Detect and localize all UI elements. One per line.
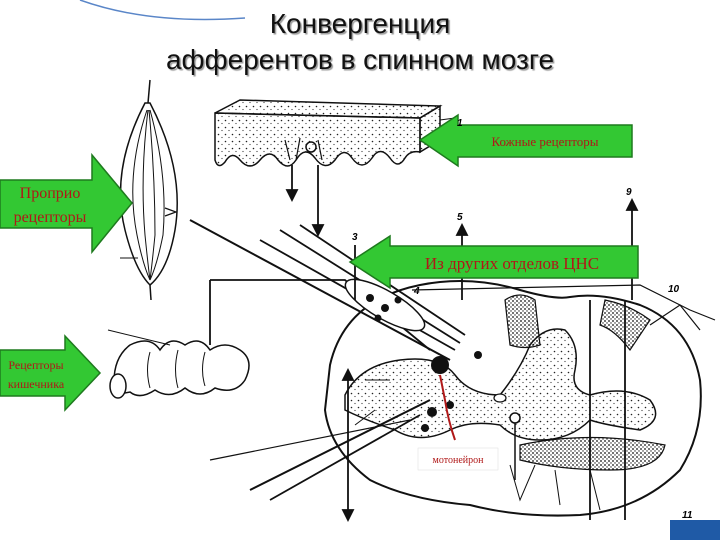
nerve-fibers	[189, 219, 716, 501]
gut-label-line-2: кишечника	[8, 377, 65, 391]
figure-number-9: 9	[626, 187, 632, 198]
gut-label-line-1: Рецепторы	[8, 358, 63, 372]
figure-number-1: 1	[457, 118, 463, 129]
figure-number-4: 4	[413, 286, 420, 297]
corner-badge	[670, 520, 720, 540]
slide-title-line-2: афферентов в спинном мозге	[165, 44, 555, 75]
skin-block-illustration	[214, 99, 456, 167]
intestine-illustration	[107, 329, 250, 399]
figure-numbers: 1 3 4 5 9 10 11	[352, 118, 693, 521]
other-cns-label: Из других отделов ЦНС	[425, 254, 599, 273]
motoneuron-callout: мотонейрон	[417, 447, 499, 471]
motoneuron-label: мотонейрон	[433, 455, 485, 466]
figure-number-10: 10	[668, 284, 680, 295]
muscle-illustration	[119, 79, 178, 301]
vertical-arrows	[285, 165, 639, 523]
proprio-label-line-1: Проприо	[20, 185, 81, 202]
skin-receptors-callout: Кожные рецепторы	[418, 113, 633, 168]
figure-number-3: 3	[352, 232, 358, 243]
slide-title-line-1: Конвергенция	[269, 8, 451, 39]
gut-receptors-callout: Рецепторы кишечника	[0, 334, 102, 412]
skin-receptors-label: Кожные рецепторы	[491, 134, 598, 149]
proprioceptors-callout: Проприо рецепторы	[0, 152, 133, 255]
figure-number-11: 11	[682, 510, 693, 521]
proprio-label-line-2: рецепторы	[14, 209, 87, 226]
other-cns-callout: Из других отделов ЦНС	[348, 234, 639, 290]
figure-number-5: 5	[457, 212, 463, 223]
